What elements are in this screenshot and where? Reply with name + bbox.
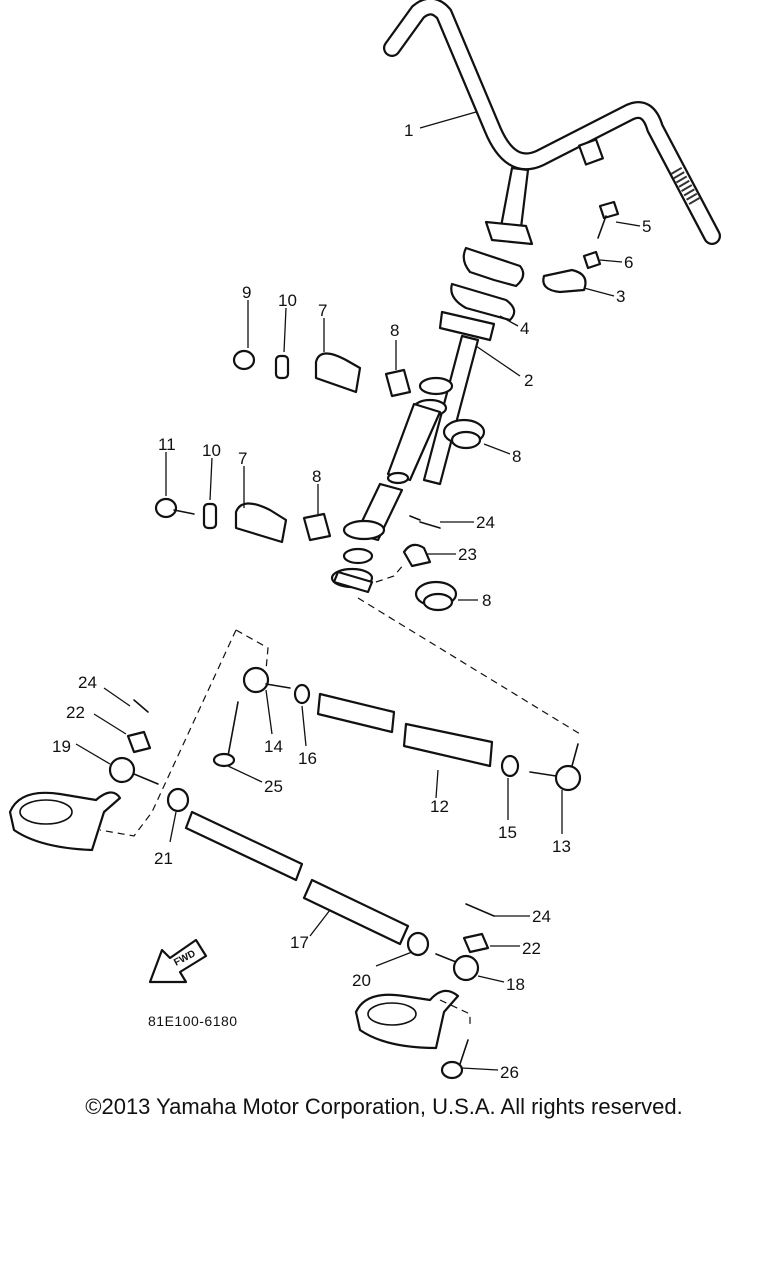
diagram-code: 81E100-6180 [148,1013,238,1029]
callout-12: 12 [430,797,449,816]
callout-4: 4 [520,319,529,338]
handlebar [383,0,721,246]
callout-6: 6 [624,253,633,272]
callout-20: 20 [352,971,371,990]
callout-8-upper-left: 8 [390,321,399,340]
callout-14: 14 [264,737,283,756]
callout-10-upper: 10 [278,291,297,310]
leader-lines [75,111,641,1071]
callout-7-upper: 7 [318,301,327,320]
callout-7-lower: 7 [238,449,247,468]
callout-3: 3 [616,287,625,306]
callout-11: 11 [158,435,176,454]
upper-bushing-set [232,349,486,450]
callout-15: 15 [498,823,517,842]
callout-25: 25 [264,777,283,796]
callout-23: 23 [458,545,477,564]
callout-13: 13 [552,837,571,856]
callout-8-lower-right: 8 [482,591,491,610]
assembly-lines [99,563,581,1028]
callout-2: 2 [524,371,533,390]
steering-column [330,246,525,594]
copyright-notice: ©2013 Yamaha Motor Corporation, U.S.A. A… [85,1094,683,1119]
callout-19: 19 [52,737,71,756]
callout-24-left: 24 [78,673,97,692]
callout-8-lower-left: 8 [312,467,321,486]
callout-5: 5 [642,217,651,236]
steering-parts-diagram: FWD 1 [8,0,721,1080]
callout-labels: 1 2 3 4 5 6 7 7 8 8 8 8 8 9 10 10 11 12 … [52,121,651,1080]
right-knuckle [354,989,469,1080]
callout-22-left: 22 [66,703,85,722]
lower-tie-rod [166,787,495,982]
callout-1: 1 [404,121,413,140]
callout-8-upper-right: 8 [512,447,521,466]
callout-18: 18 [506,975,525,994]
upper-tie-rod [242,666,582,792]
left-knuckle [8,699,239,852]
callout-9: 9 [242,283,251,302]
callout-10-lower: 10 [202,441,221,460]
fwd-arrow-icon: FWD [148,938,208,984]
callout-21: 21 [154,849,173,868]
callout-26: 26 [500,1063,519,1080]
callout-24-right: 24 [532,907,551,926]
upper-right-parts [542,200,620,294]
callout-24-top: 24 [476,513,495,532]
callout-22-right: 22 [522,939,541,958]
lower-bushing-set [154,497,458,612]
callout-17: 17 [290,933,309,952]
callout-16: 16 [298,749,317,768]
